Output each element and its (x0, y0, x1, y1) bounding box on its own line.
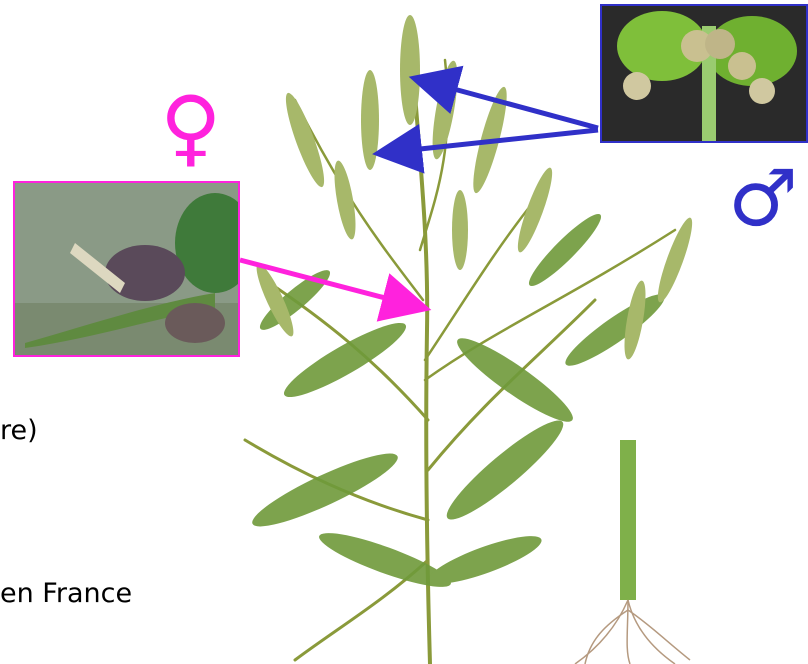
female-flower-closeup (15, 183, 238, 355)
female-symbol: ♀ (160, 85, 222, 169)
male-flower-photo (600, 4, 808, 143)
female-flower-photo (13, 181, 240, 357)
text-line-1: re) (0, 415, 38, 446)
male-symbol: ♂ (728, 160, 798, 238)
male-flower-closeup (602, 6, 806, 141)
text-line-2: en France (0, 578, 132, 609)
